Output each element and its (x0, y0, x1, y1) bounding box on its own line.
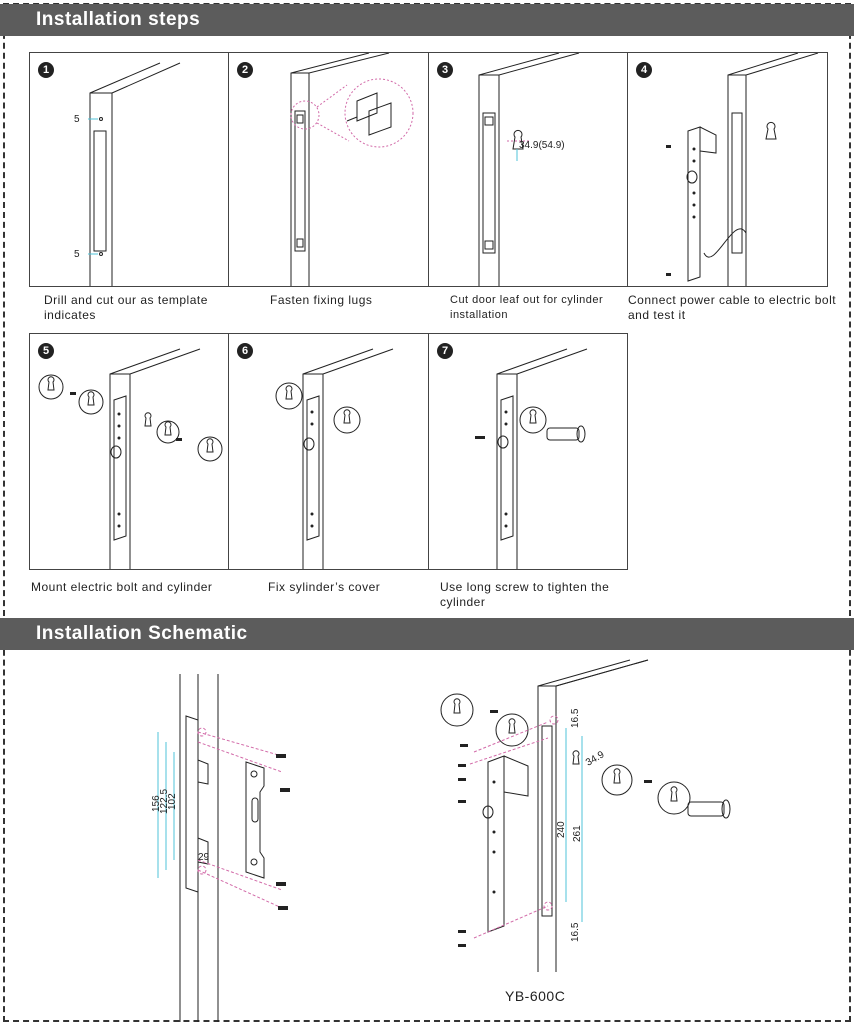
step-3-panel: 3 34.9(54.9) (428, 52, 628, 287)
dim-34-9: 34.9 (584, 749, 607, 768)
step-6-caption: Fix sylinder’s cover (268, 580, 381, 594)
step-5-caption: Mount electric bolt and cylinder (31, 580, 213, 594)
dim-156: 156 (151, 795, 162, 812)
step-2-caption: Fasten fixing lugs (270, 293, 373, 307)
steps-header: Installation steps (0, 4, 854, 36)
step-2-illustration (290, 53, 414, 286)
step-3-dim: 34.9(54.9) (519, 140, 565, 151)
step-1-illustration: 5 5 (74, 62, 181, 286)
step-1-dim-bottom: 5 (74, 249, 80, 260)
model-label: YB-600C (505, 988, 566, 1004)
schematic-header: Installation Schematic (0, 618, 854, 650)
step-6-number: 6 (237, 343, 253, 359)
dim-102: 102 (167, 793, 178, 810)
step-5-illustration (38, 348, 223, 569)
step-4-caption: Connect power cable to electric bolt and… (628, 293, 837, 322)
step-1-caption: Drill and cut our as template indicates (44, 293, 208, 322)
step-1-dim-top: 5 (74, 114, 80, 125)
step-7-number: 7 (437, 343, 453, 359)
dim-122-5: 122.5 (159, 789, 170, 814)
dim-29: 29 (198, 852, 210, 863)
step-5-panel: 5 (29, 333, 229, 570)
schematic-left-drawing: 156 122.5 102 29 (151, 674, 290, 1022)
step-4-panel: 4 (627, 52, 828, 287)
step-5-number: 5 (38, 343, 54, 359)
step-1-number: 1 (38, 62, 54, 78)
step-2-number: 2 (237, 62, 253, 78)
step-3-caption: Cut door leaf out for cylinder installat… (450, 294, 604, 321)
step-6-illustration (275, 348, 394, 569)
dim-16-5-bottom: 16.5 (570, 922, 581, 942)
step-1-panel: 1 5 5 (29, 52, 229, 287)
step-3-number: 3 (437, 62, 453, 78)
steps-title: Installation steps (36, 9, 201, 30)
step-4-illustration (666, 53, 819, 286)
step-7-caption: Use long screw to tighten the cylinder (440, 580, 610, 609)
schematic-title: Installation Schematic (36, 623, 248, 644)
dim-240: 240 (556, 821, 567, 838)
step-3-illustration: 34.9(54.9) (478, 53, 580, 286)
step-2-panel: 2 (228, 52, 429, 287)
step-7-panel: 7 (428, 333, 628, 570)
dim-261: 261 (572, 825, 583, 842)
schematic-right-drawing: 16.5 240 261 16.5 34.9 (440, 659, 731, 972)
dim-16-5-top: 16.5 (570, 708, 581, 728)
step-7-illustration (475, 348, 588, 569)
step-6-panel: 6 (228, 333, 429, 570)
step-4-number: 4 (636, 62, 652, 78)
